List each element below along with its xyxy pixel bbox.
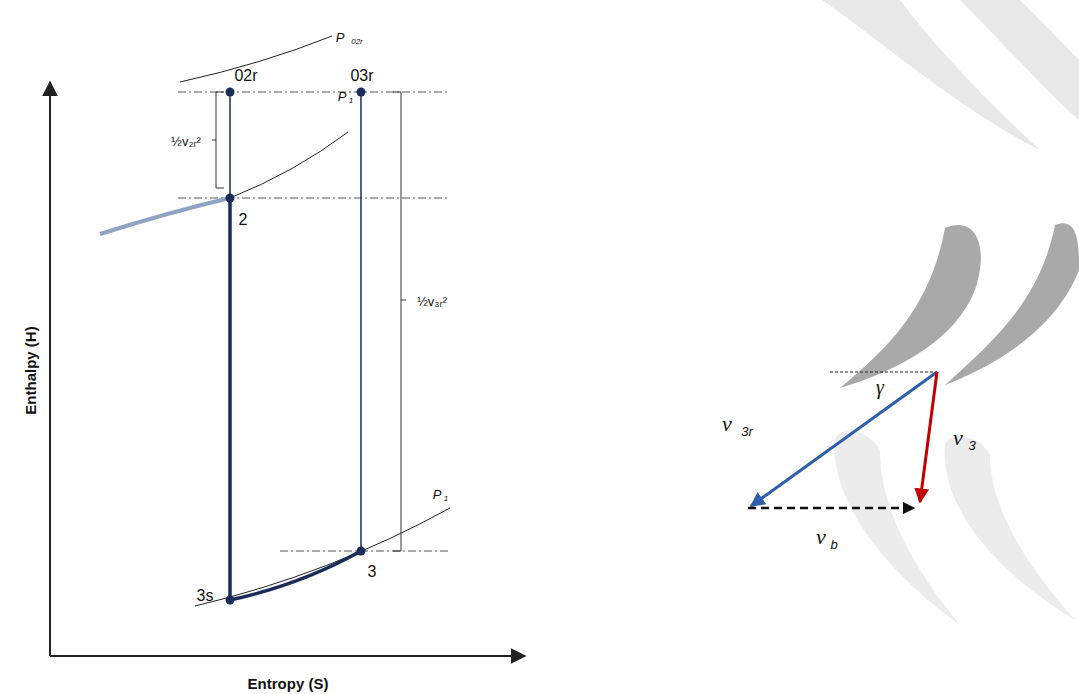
brackets [212,92,406,551]
pressure-subscript: 1 [349,97,353,105]
vector-subscript: 3r [741,425,753,438]
state-label: 3s [197,588,214,604]
axes [50,82,525,656]
state-label: 3 [368,564,377,580]
vector-subscript: b [830,538,837,551]
turbine-blades [822,0,1079,625]
angle-label: γ [876,377,884,397]
pressure-label: P [338,90,347,103]
pressure-subscript: 1 [444,495,448,503]
vector-label: v [722,413,732,435]
kinetic-energy-label: ½v₃ᵣ² [417,295,447,308]
process-lines [230,92,361,600]
state-label: 02r [234,68,257,84]
pressure-subscript: 02r [351,38,363,46]
enthalpy-levels [178,92,450,551]
vector-subscript: 3 [968,439,975,452]
velocity-triangle [748,372,937,508]
isobars [100,36,450,606]
state-label: 03r [350,68,373,84]
state-points [226,88,366,605]
pressure-label: P [433,488,442,501]
vector-label: v [816,526,826,548]
kinetic-energy-label: ½v₂ᵣ² [171,135,201,148]
pressure-label: P [336,31,345,44]
axis-title: Enthalpy (H) [23,326,38,414]
vector-label: v [953,427,963,449]
state-label: 2 [239,212,248,228]
axis-title: Entropy (S) [248,676,329,691]
